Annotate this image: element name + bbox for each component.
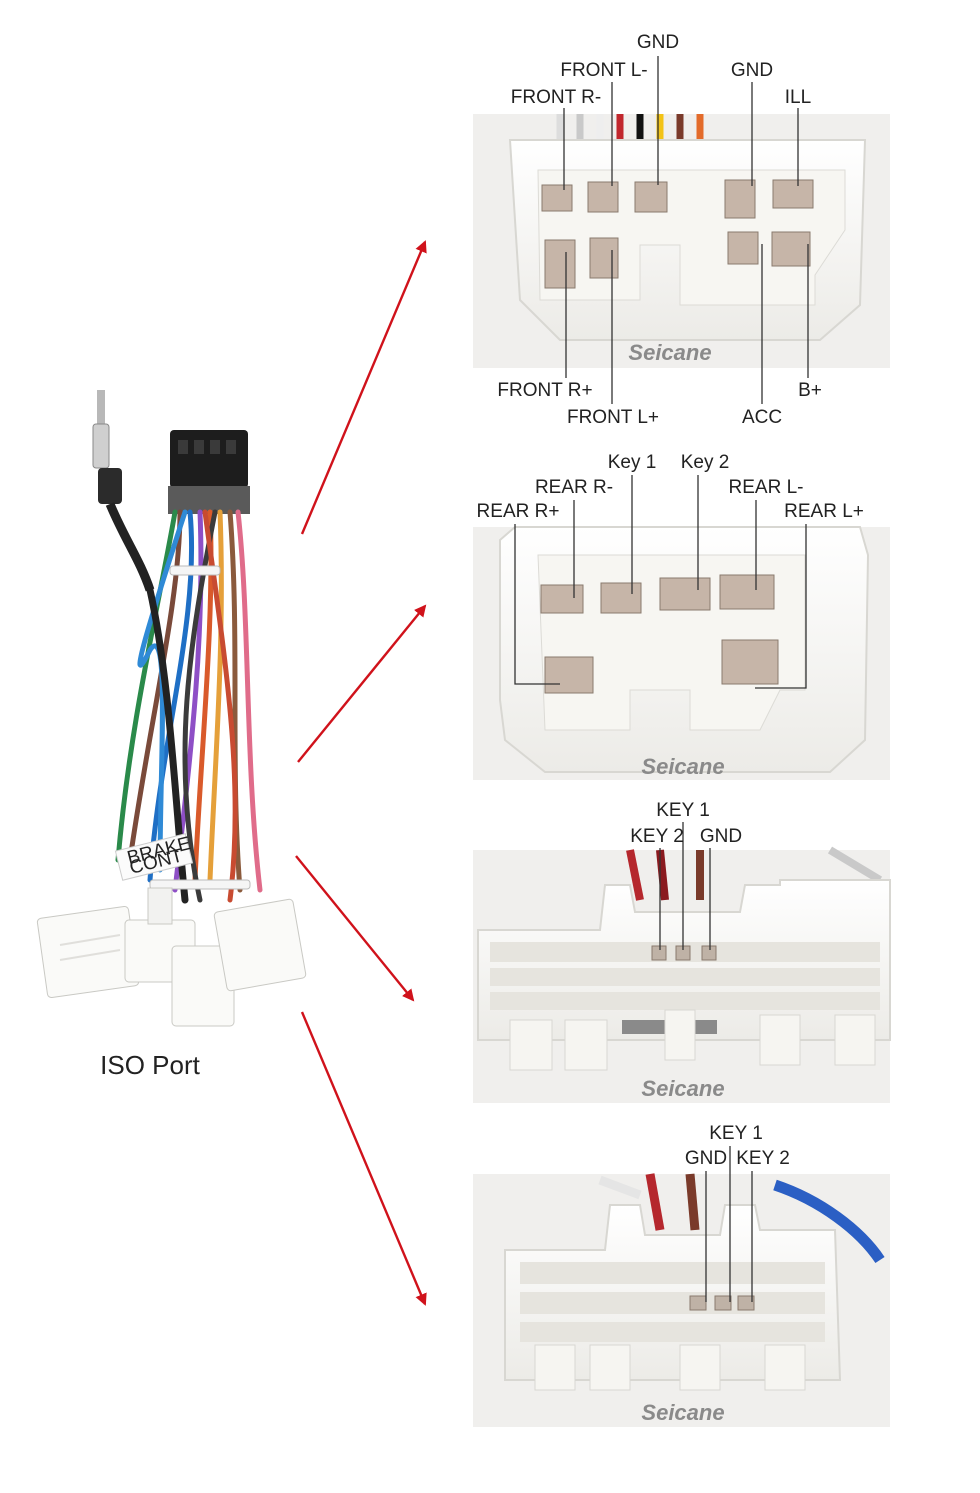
connector-panel-4: Seicane KEY 1 GND KEY 2	[473, 1123, 890, 1427]
panel-4-cavity-grid	[520, 1262, 825, 1342]
wire-bundle	[115, 509, 263, 904]
cable-tie	[169, 565, 221, 576]
pin-label-rear-r-minus: REAR R-	[535, 477, 613, 498]
pin-label-key-2: KEY 2	[630, 826, 684, 847]
connector-panel-1: Seicane GND FRONT L- GND FRONT R- ILL FR…	[473, 32, 890, 428]
arrow-to-panel-4	[300, 1011, 427, 1306]
pin-label-key-1: Key 1	[608, 452, 657, 473]
iso-port-caption: ISO Port	[100, 1050, 200, 1080]
pin-label-front-r-plus: FRONT R+	[497, 380, 592, 401]
pin-leader	[755, 524, 807, 689]
arrow-to-panel-2	[297, 604, 427, 763]
antenna-plug	[92, 390, 155, 592]
cable-tie	[149, 879, 251, 890]
pin-label-gnd-2: GND	[731, 60, 773, 81]
pin-label-gnd: GND	[637, 32, 679, 53]
panel-1-wires	[556, 114, 704, 140]
red-arrows	[295, 240, 427, 1306]
pin-label-gnd: GND	[700, 826, 742, 847]
white-connectors	[36, 887, 307, 1027]
pin-label-acc: ACC	[742, 407, 782, 428]
seicane-watermark: Seicane	[628, 340, 711, 365]
seicane-watermark: Seicane	[641, 1076, 724, 1101]
panel-3-tabs	[509, 1009, 876, 1071]
arrow-to-panel-3	[295, 855, 415, 1002]
pin-label-rear-l-plus: REAR L+	[784, 501, 864, 522]
pin-label-rear-l-minus: REAR L-	[729, 477, 804, 498]
panel-4-wires	[598, 1173, 885, 1264]
pin-label-key-1: KEY 1	[656, 800, 710, 821]
pin-leader	[514, 524, 560, 685]
pin-label-gnd: GND	[685, 1148, 727, 1169]
pin-label-front-r-minus: FRONT R-	[511, 87, 601, 108]
connector-panel-2: Seicane Key 1 Key 2 REAR R- REAR L- REAR…	[473, 452, 890, 780]
pin-label-b-plus: B+	[798, 380, 822, 401]
seicane-watermark: Seicane	[641, 1400, 724, 1425]
connector-panel-3: Seicane KEY 1 KEY 2 GND	[473, 800, 891, 1103]
panel-1-terminals	[541, 179, 814, 289]
wire-harness-illustration: BRAKE CONT ISO Port	[36, 390, 307, 1080]
pin-label-front-l-minus: FRONT L-	[560, 60, 647, 81]
panel-4-tabs	[534, 1344, 806, 1391]
panel-3-wires	[626, 846, 883, 901]
seicane-watermark: Seicane	[641, 754, 724, 779]
pin-label-key-1: KEY 1	[709, 1123, 763, 1144]
panel-3-terminals	[651, 945, 717, 961]
panel-2-terminals	[540, 574, 779, 694]
arrow-to-panel-1	[300, 240, 427, 535]
pin-label-front-l-plus: FRONT L+	[567, 407, 659, 428]
pin-label-key-2: KEY 2	[736, 1148, 790, 1169]
pin-label-ill: ILL	[785, 87, 811, 108]
pin-label-key-2: Key 2	[681, 452, 730, 473]
pin-label-rear-r-plus: REAR R+	[477, 501, 560, 522]
panel-4-terminals	[689, 1295, 755, 1311]
black-iso-connector	[168, 430, 250, 514]
